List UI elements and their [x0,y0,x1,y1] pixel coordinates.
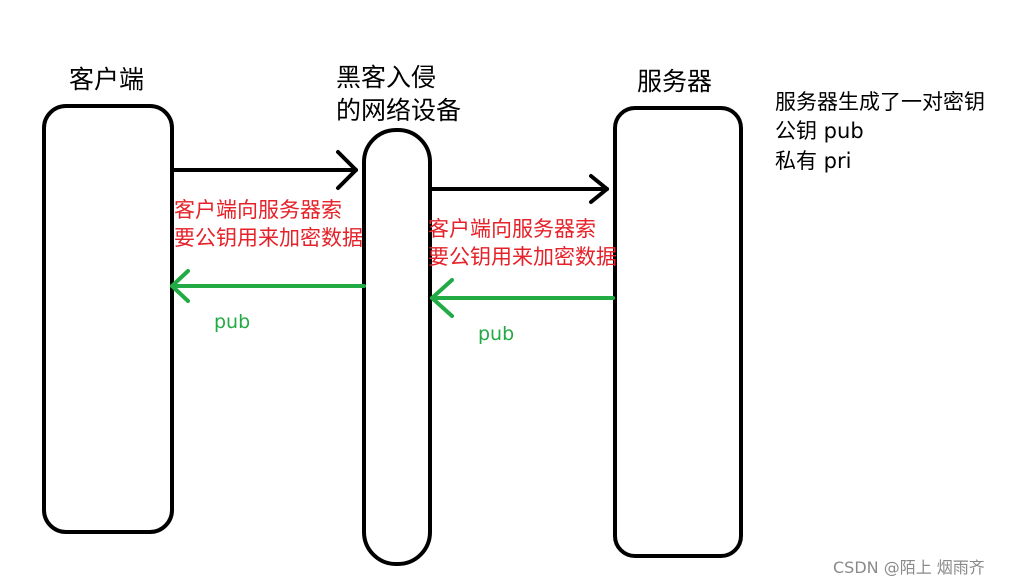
hacker-label-line1: 黑客入侵 [336,63,437,92]
csdn-watermark: CSDN @陌上 烟雨齐 [833,558,985,577]
left-request-text-line2: 要公钥用来加密数据 [174,226,363,251]
left-request-text: 客户端向服务器索 要公钥用来加密数据 [174,196,363,253]
server-key-note-line1: 服务器生成了一对密钥 [775,90,985,114]
hacker-device-box [362,128,432,566]
request-arrow-client-to-hacker [170,150,358,190]
response-arrow-hacker-to-client [170,269,366,303]
client-label: 客户端 [69,65,145,94]
right-request-text: 客户端向服务器索 要公钥用来加密数据 [428,215,617,272]
right-request-text-line2: 要公钥用来加密数据 [428,245,617,270]
right-request-text-line1: 客户端向服务器索 [428,217,596,241]
server-key-note: 服务器生成了一对密钥 公钥 pub 私有 pri [775,88,985,176]
server-box [613,106,743,558]
server-key-note-line2: 公钥 pub [775,119,864,144]
left-request-text-line1: 客户端向服务器索 [174,198,342,222]
hacker-label-line2: 的网络设备 [336,96,462,125]
request-arrow-hacker-to-server [428,174,609,204]
response-arrow-server-to-hacker [430,278,615,318]
left-response-text: pub [214,311,251,333]
right-response-text: pub [478,323,515,345]
server-label: 服务器 [637,67,713,96]
server-key-note-line3: 私有 pri [775,148,852,173]
client-box [42,104,174,534]
